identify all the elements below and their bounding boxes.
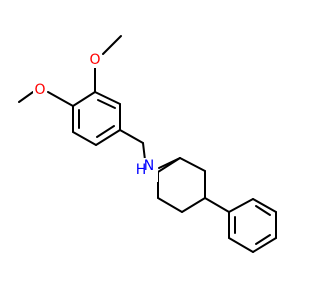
cyclohexane-bond-1: [179, 157, 206, 172]
phenyl-bond-1: [228, 198, 254, 213]
cyclohexyl-phenyl-bond: [204, 197, 230, 213]
aryl-ring-bond-1: [72, 91, 96, 107]
cyclohexane-bond-4: [157, 197, 183, 213]
oxygen-ring-bond-left: [47, 91, 74, 107]
phenyl-bond-2: [252, 198, 277, 213]
aryl-ring-bond-2: [94, 91, 121, 105]
nitrogen-hydrogen: H: [136, 162, 147, 178]
aryl-ring-inner-double-1: [97, 99, 116, 109]
oxygen-atom-left: O: [34, 82, 45, 98]
chemical-structure: O O N H: [18, 35, 277, 253]
ch2-nitrogen-bond: [142, 142, 146, 161]
methyl-bond-left: [18, 91, 34, 103]
aryl-ring-inner-double-2: [96, 125, 115, 138]
phenyl-inner-double-1: [255, 205, 271, 216]
phenyl-inner-double-2: [255, 234, 271, 245]
bonds: [18, 35, 277, 253]
aryl-ring-bond-4: [95, 129, 121, 146]
benzylic-bond: [119, 129, 144, 144]
cyclohexane-bond-6: [157, 157, 181, 173]
phenyl-bond-5: [228, 237, 254, 253]
atom-labels: O O N H: [33, 52, 158, 182]
aryl-ring-bond-5: [72, 131, 97, 146]
oxygen-atom-top: O: [89, 52, 100, 68]
methyl-bond-top: [102, 35, 122, 55]
nitrogen-atom: N: [144, 158, 154, 174]
cyclohexane-bond-3: [181, 197, 206, 213]
phenyl-bond-4: [252, 237, 277, 253]
